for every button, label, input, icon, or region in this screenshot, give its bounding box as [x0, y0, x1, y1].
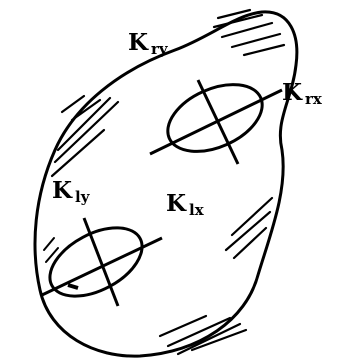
hatching-bottom	[158, 314, 248, 356]
hatching-right	[224, 196, 274, 260]
upper-ellipse-major-axis	[149, 88, 283, 156]
lower-ellipse-minor-axis	[82, 217, 120, 307]
body-outline	[33, 10, 299, 358]
hatching-left-edge	[43, 237, 59, 263]
lower-ellipse	[48, 226, 144, 298]
hatching-left	[50, 94, 120, 178]
hatching-top	[212, 8, 286, 57]
upper-ellipse-minor-axis	[196, 79, 240, 165]
lower-ellipse-tick	[67, 283, 79, 290]
